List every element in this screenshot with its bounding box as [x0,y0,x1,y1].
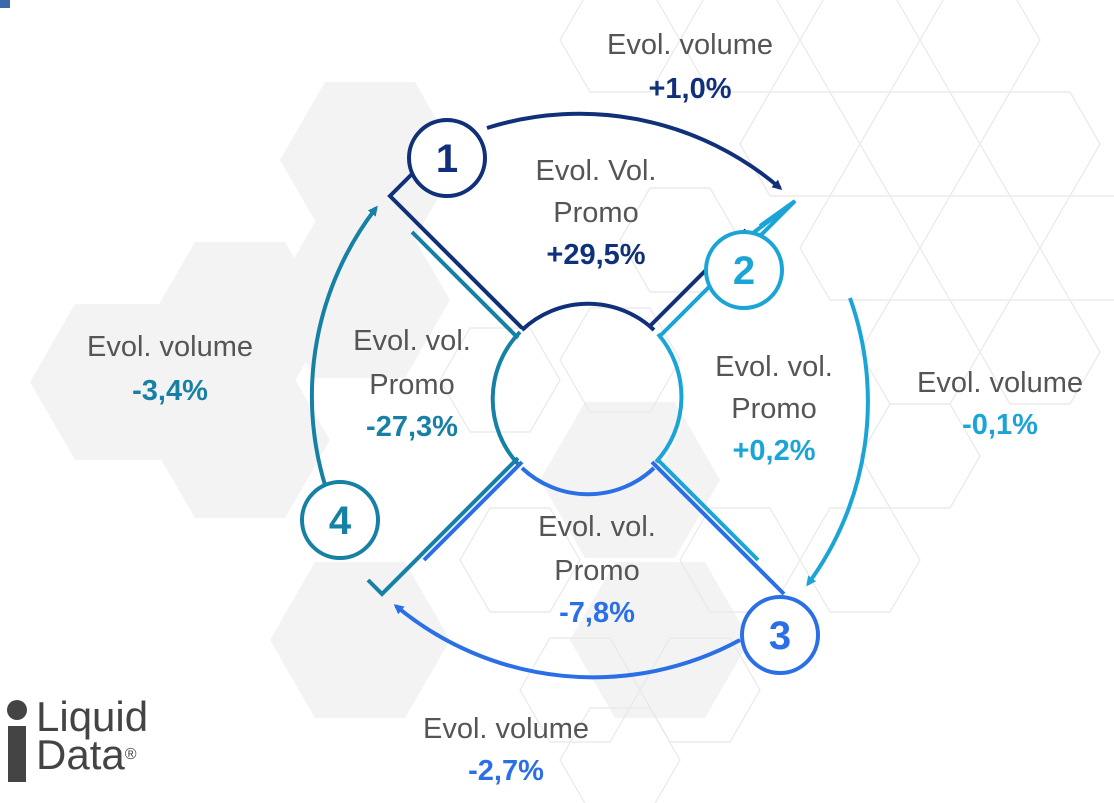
step-badge-3: 3 [740,595,820,675]
logo-word-data: Data® [36,734,137,776]
outer-label: Evol. volume [423,713,589,745]
step-number: 3 [769,614,791,658]
inner-label-line: Evol. vol. [715,351,833,383]
outer-value: -2,7% [468,755,544,787]
outer-value: -3,4% [132,375,208,407]
inner-label-line: Promo [553,197,638,229]
outer-label-step1: Evol. volume +1,0% [607,29,773,105]
outer-label: Evol. volume [87,331,253,363]
inner-label-step4: Evol. vol. Promo -27,3% [353,325,471,443]
arrow-step3-to-step4 [393,604,741,680]
step-badge-1: 1 [407,118,487,198]
logo-word-data-text: Data [36,731,125,778]
step-number: 2 [733,249,755,293]
inner-label-line: Evol. vol. [538,511,656,543]
hexagon-outline-pattern [439,0,1114,803]
header-accent [0,0,10,8]
center-arc-step1 [520,301,656,332]
inner-value: -27,3% [366,411,458,443]
inner-label-step1: Evol. Vol. Promo +29,5% [536,155,657,271]
outer-label: Evol. volume [607,29,773,61]
outer-label-step3: Evol. volume -2,7% [423,713,589,787]
outer-value: -0,1% [962,409,1038,441]
step-number: 4 [329,499,352,543]
inner-value: -7,8% [559,597,635,629]
arrow-step4-to-step1 [309,205,378,486]
outer-label-step2: Evol. volume -0,1% [917,367,1083,441]
inner-label-line: Evol. vol. [353,325,471,357]
inner-label-line: Promo [554,555,639,587]
registered-mark: ® [124,746,137,763]
arrow-step2-to-step3 [806,297,870,587]
logo-mark-icon [7,700,27,782]
inner-label-step3: Evol. vol. Promo -7,8% [538,511,656,629]
quadrant-step4-bracket [366,230,520,597]
inner-label-line: Promo [731,393,816,425]
inner-label-line: Promo [369,369,454,401]
outer-label-step4: Evol. volume -3,4% [87,331,253,407]
quadrant-step3-bracket [422,460,786,596]
logo-word-liquid: Liquid [36,693,149,740]
outer-value: +1,0% [648,73,731,105]
step-badge-2: 2 [704,230,784,310]
inner-label-line: Evol. Vol. [536,155,657,187]
center-arc-step3 [520,466,656,497]
inner-value: +0,2% [732,435,815,467]
step-number: 1 [436,137,458,181]
inner-value: +29,5% [546,239,645,271]
outer-label: Evol. volume [917,367,1083,399]
inner-label-step2: Evol. vol. Promo +0,2% [715,351,833,467]
step-badge-4: 4 [300,480,380,560]
center-arc-step2 [654,332,684,464]
liquid-data-logo: Liquid Data® [0,690,190,790]
center-arc-step4 [490,330,522,466]
arrow-step1-to-step2 [486,111,783,190]
